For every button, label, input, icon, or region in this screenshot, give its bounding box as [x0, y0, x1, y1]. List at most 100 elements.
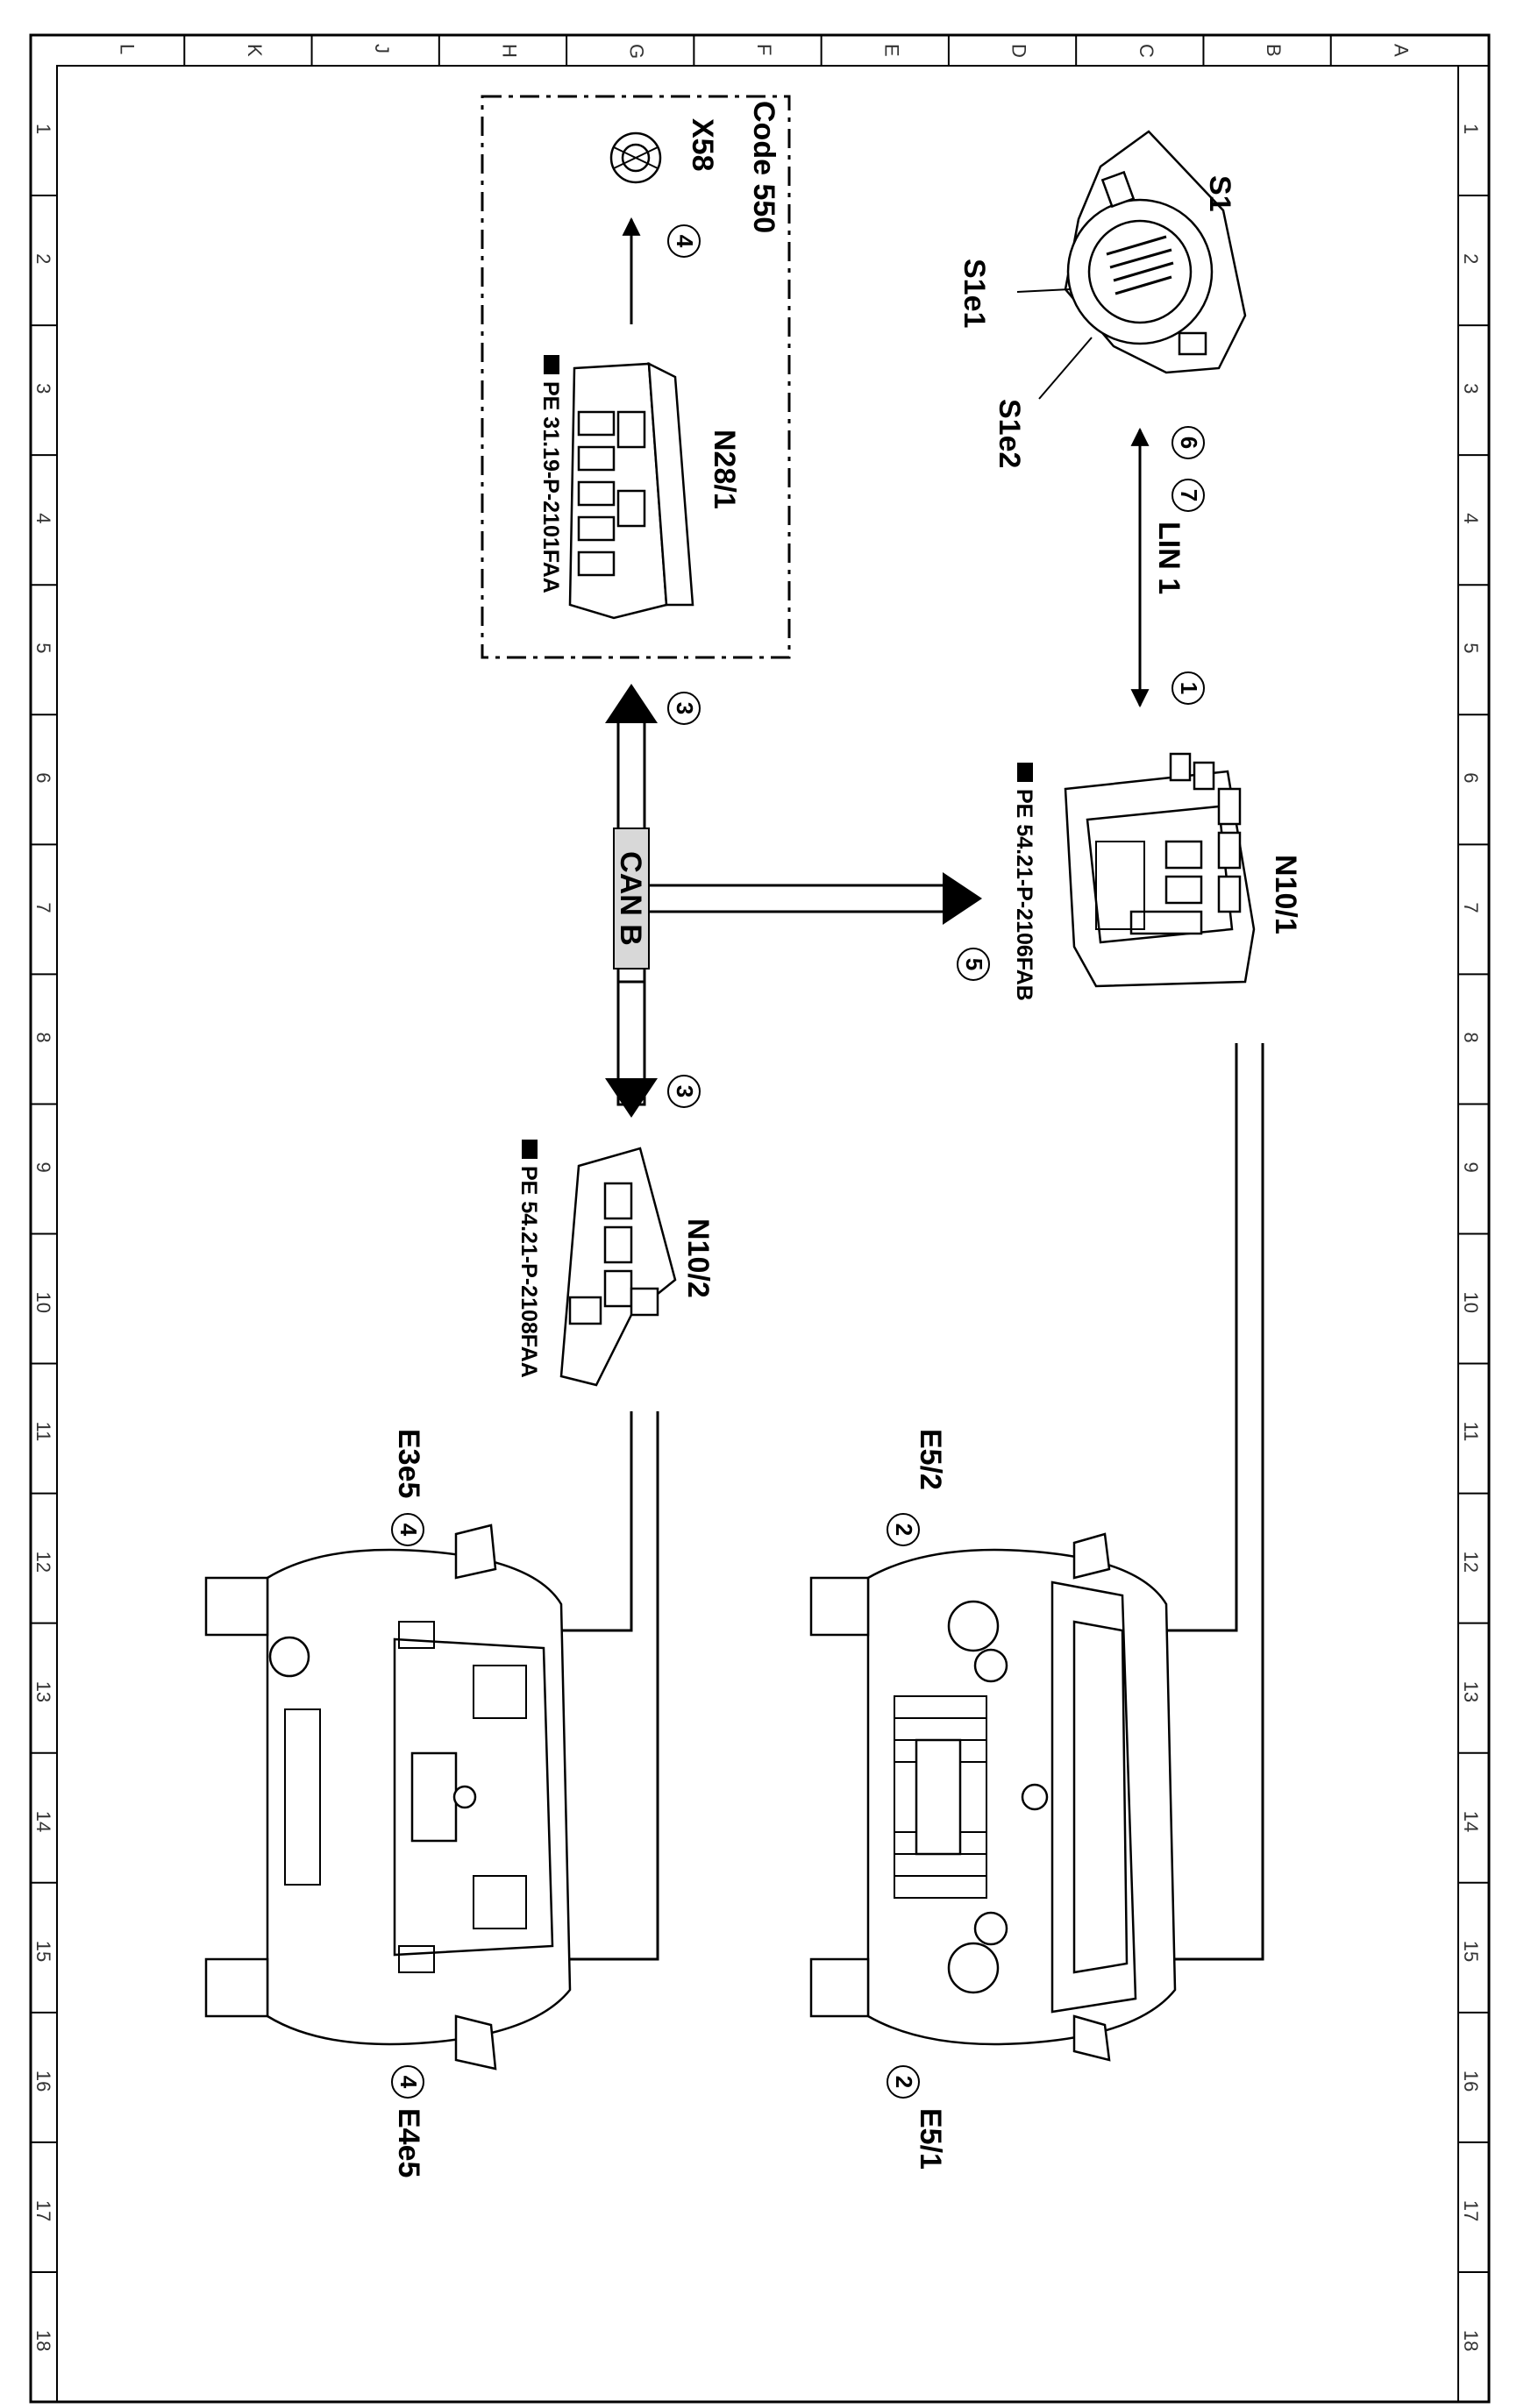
n28-1-label: N28/1 — [708, 430, 741, 509]
row-label: 3 — [1460, 383, 1482, 394]
row-label: 13 — [32, 1681, 54, 1702]
row-label: 8 — [1460, 1032, 1482, 1042]
row-label: 6 — [1460, 772, 1482, 783]
row-label: 12 — [1460, 1552, 1482, 1573]
row-label: 14 — [1460, 1811, 1482, 1832]
marker-4-e4e5: 4 — [391, 2065, 424, 2099]
n10-2-ref-icon — [522, 1140, 538, 1159]
row-label: 16 — [1460, 2071, 1482, 2092]
marker-3-bottom: 3 — [667, 1075, 701, 1108]
n10-2-ref: PE 54.21-P-2108FAA — [516, 1166, 541, 1378]
marker-7: 7 — [1171, 479, 1205, 512]
row-label: 17 — [1460, 2200, 1482, 2221]
row-label: 10 — [1460, 1292, 1482, 1313]
row-label: 5 — [1460, 643, 1482, 653]
drawing-frame — [29, 33, 1491, 2404]
row-label: 15 — [1460, 1941, 1482, 1962]
row-label: 4 — [1460, 513, 1482, 523]
row-label: 1 — [32, 124, 54, 134]
code-550-label: Code 550 — [747, 101, 780, 233]
n10-1-label: N10/1 — [1269, 855, 1302, 934]
row-label: 18 — [1460, 2330, 1482, 2351]
row-label: 1 — [1460, 124, 1482, 134]
n10-2-module-graphic — [559, 1147, 677, 1387]
s1e1-label: S1e1 — [958, 259, 991, 328]
col-label: K — [244, 44, 266, 57]
e3e5-label: E3e5 — [392, 1429, 425, 1498]
row-label: 18 — [32, 2330, 54, 2351]
row-label: 4 — [32, 513, 54, 523]
col-label: J — [371, 44, 393, 53]
e4e5-label: E4e5 — [392, 2108, 425, 2177]
s1e2-label: S1e2 — [993, 399, 1026, 468]
svg-text:6: 6 — [1176, 437, 1202, 449]
svg-text:4: 4 — [395, 2076, 422, 2089]
n10-1-module-graphic — [1064, 752, 1256, 988]
col-label: H — [498, 44, 520, 58]
row-label: 12 — [32, 1552, 54, 1573]
row-label: 10 — [32, 1292, 54, 1313]
n28-1-ref: PE 31.19-P-2101FAA — [538, 381, 563, 593]
row-label: 3 — [32, 383, 54, 394]
marker-2-e5-1: 2 — [887, 2065, 920, 2099]
row-label: 15 — [32, 1941, 54, 1962]
can-bus-label: CAN B — [614, 851, 647, 946]
row-label: 7 — [32, 902, 54, 913]
svg-text:4: 4 — [672, 235, 698, 248]
svg-text:7: 7 — [1176, 489, 1202, 501]
marker-3-top: 3 — [667, 692, 701, 725]
n10-2-label: N10/2 — [681, 1218, 715, 1298]
col-label: C — [1136, 44, 1157, 58]
n28-1-module-graphic — [568, 361, 694, 620]
col-label: D — [1008, 44, 1030, 58]
marker-4-x58: 4 — [667, 224, 701, 258]
marker-2-e5-2: 2 — [887, 1513, 920, 1546]
rear-vehicle-graphic — [204, 1524, 572, 2071]
col-label: A — [1390, 44, 1412, 57]
col-label: F — [753, 44, 775, 55]
svg-text:4: 4 — [395, 1524, 422, 1537]
col-label: E — [880, 44, 902, 57]
lin-bus-label: LIN 1 — [1152, 522, 1186, 594]
marker-4-e3e5: 4 — [391, 1513, 424, 1546]
e5-1-label: E5/1 — [914, 2108, 947, 2170]
front-vehicle-graphic — [809, 1532, 1177, 2062]
marker-5: 5 — [957, 948, 990, 981]
col-label: B — [1263, 44, 1285, 57]
row-label: 9 — [1460, 1161, 1482, 1172]
marker-1: 1 — [1171, 671, 1205, 705]
col-label: L — [117, 44, 139, 54]
row-label: 13 — [1460, 1681, 1482, 1702]
n10-1-ref: PE 54.21-P-2106FAB — [1012, 789, 1036, 1001]
svg-text:3: 3 — [672, 1085, 698, 1097]
s1-label: S1 — [1203, 175, 1236, 212]
row-label: 11 — [1460, 1422, 1482, 1442]
n28-1-ref-icon — [544, 355, 559, 374]
svg-text:1: 1 — [1176, 682, 1202, 694]
row-label: 2 — [1460, 253, 1482, 264]
row-label: 6 — [32, 772, 54, 783]
row-label: 8 — [32, 1032, 54, 1042]
s1-switch-graphic — [1016, 130, 1247, 400]
row-label: 17 — [32, 2200, 54, 2221]
svg-text:5: 5 — [961, 958, 987, 970]
svg-text:2: 2 — [891, 1524, 917, 1536]
marker-6: 6 — [1171, 426, 1205, 459]
row-label: 11 — [32, 1422, 54, 1442]
n10-1-ref-icon — [1017, 763, 1033, 782]
can-bus-connection — [605, 684, 982, 1118]
col-label: G — [626, 44, 648, 59]
row-label: 5 — [32, 643, 54, 653]
svg-text:3: 3 — [672, 702, 698, 714]
code-550-box — [481, 95, 791, 659]
row-label: 2 — [32, 253, 54, 264]
e5-2-label: E5/2 — [914, 1429, 947, 1490]
x58-label: X58 — [686, 118, 719, 172]
row-label: 7 — [1460, 902, 1482, 913]
row-label: 9 — [32, 1161, 54, 1172]
svg-text:2: 2 — [891, 2076, 917, 2088]
x58-socket-graphic — [609, 131, 662, 184]
